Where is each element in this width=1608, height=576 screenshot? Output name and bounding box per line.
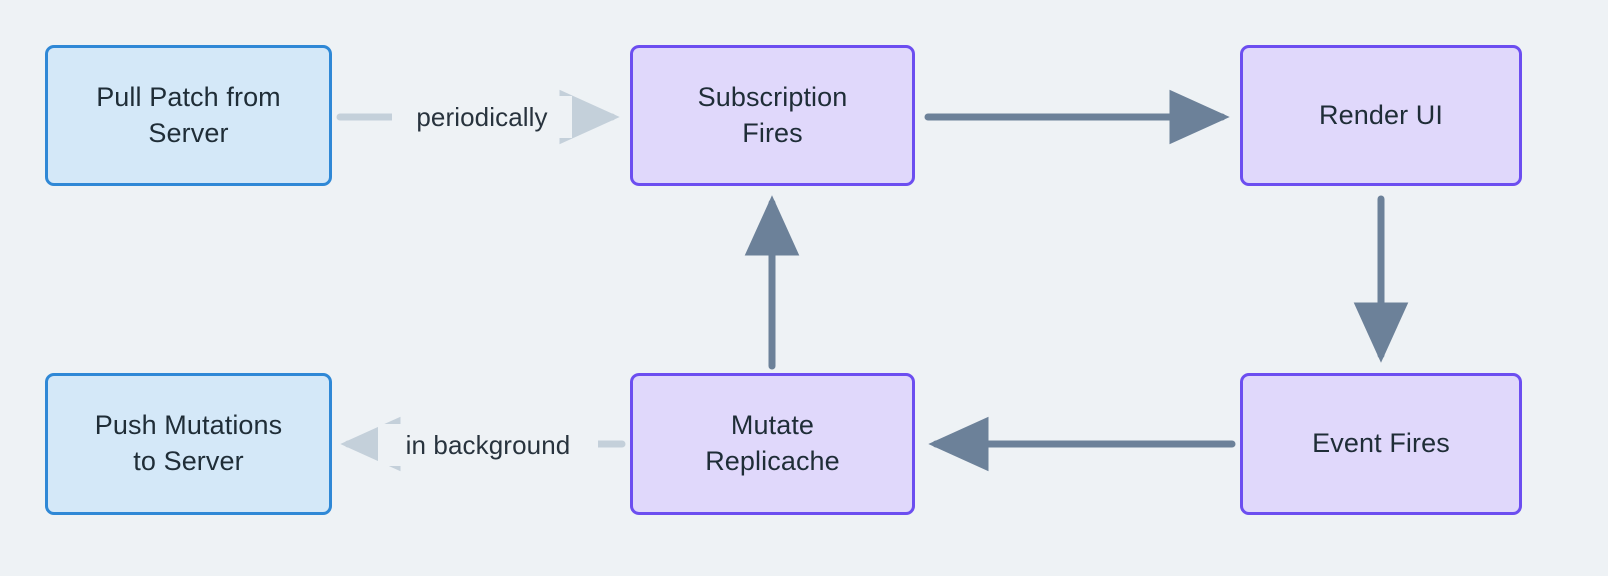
node-subscription-fires[interactable]: Subscription Fires <box>630 45 915 186</box>
node-render-ui[interactable]: Render UI <box>1240 45 1522 186</box>
node-event-fires[interactable]: Event Fires <box>1240 373 1522 515</box>
node-label: Pull Patch from Server <box>96 81 281 148</box>
edge-label-in-background: in background <box>378 424 598 466</box>
node-label: Render UI <box>1319 99 1443 130</box>
node-label: Mutate Replicache <box>705 410 840 476</box>
node-label: Push Mutations to Server <box>94 410 283 476</box>
edge-label-periodically: periodically <box>392 96 572 138</box>
node-pull-patch-from-server[interactable]: Pull Patch from Server <box>45 45 332 186</box>
node-label: Subscription Fires <box>697 81 848 148</box>
node-label: Event Fires <box>1312 428 1450 459</box>
node-mutate-replicache[interactable]: Mutate Replicache <box>630 373 915 515</box>
node-push-mutations-to-server[interactable]: Push Mutations to Server <box>45 373 332 515</box>
